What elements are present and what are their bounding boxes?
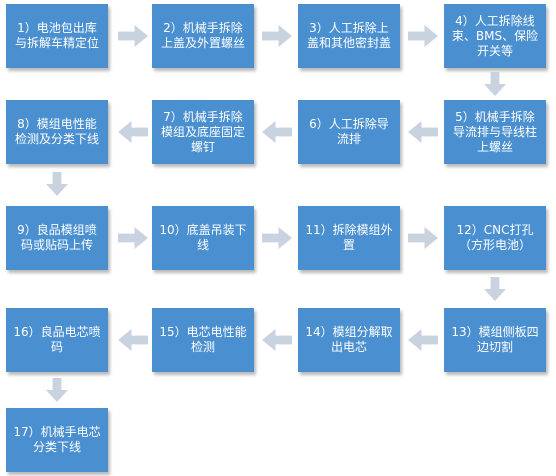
step-9-label: 9）良品模组喷码或贴码上传 <box>17 223 97 252</box>
step-9-box: 9）良品模组喷码或贴码上传 <box>6 206 108 270</box>
step-16-label: 16）良品电芯喷码 <box>13 325 101 354</box>
arrow-down-icon <box>484 277 506 301</box>
step-16-box: 16）良品电芯喷码 <box>6 308 108 372</box>
arrow-left-icon <box>408 329 438 351</box>
step-8-box: 8）模组电性能检测及分类下线 <box>6 100 108 164</box>
arrow-left-icon <box>262 121 292 143</box>
arrow-left-icon <box>262 329 292 351</box>
step-2-label: 2）机械手拆除上盖及外置螺丝 <box>160 21 245 50</box>
step-11-label: 11）拆除模组外置 <box>305 223 393 252</box>
arrow-down-icon <box>46 172 68 196</box>
arrow-down-icon <box>46 378 68 402</box>
step-6-box: 6）人工拆除导流排 <box>298 100 400 164</box>
step-4-box: 4）人工拆除线束、BMS、保险开关等 <box>444 4 546 68</box>
step-14-box: 14）模组分解取出电芯 <box>298 308 400 372</box>
step-11-box: 11）拆除模组外置 <box>298 206 400 270</box>
arrow-right-icon <box>118 25 148 47</box>
step-8-label: 8）模组电性能检测及分类下线 <box>14 117 99 146</box>
step-6-label: 6）人工拆除导流排 <box>309 117 389 146</box>
step-3-label: 3）人工拆除上盖和其他密封盖 <box>306 21 391 50</box>
arrow-right-icon <box>262 25 292 47</box>
step-5-label: 5）机械手拆除导流排与导线柱上螺丝 <box>452 109 537 154</box>
arrow-right-icon <box>262 227 292 249</box>
step-17-label: 17）机械手电芯分类下线 <box>13 425 101 454</box>
arrow-left-icon <box>118 329 148 351</box>
step-2-box: 2）机械手拆除上盖及外置螺丝 <box>152 4 254 68</box>
step-15-label: 15）电芯电性能检测 <box>159 325 247 354</box>
step-7-box: 7）机械手拆除模组及底座固定螺钉 <box>152 100 254 164</box>
step-17-box: 17）机械手电芯分类下线 <box>6 408 108 472</box>
step-14-label: 14）模组分解取出电芯 <box>305 325 393 354</box>
arrow-down-icon <box>484 72 506 96</box>
step-10-label: 10）底盖吊装下线 <box>159 223 247 252</box>
step-3-box: 3）人工拆除上盖和其他密封盖 <box>298 4 400 68</box>
step-1-box: 1）电池包出库与拆解车精定位 <box>6 4 108 68</box>
arrow-right-icon <box>118 227 148 249</box>
step-5-box: 5）机械手拆除导流排与导线柱上螺丝 <box>444 100 546 164</box>
step-1-label: 1）电池包出库与拆解车精定位 <box>14 21 99 50</box>
step-13-label: 13）模组侧板四边切割 <box>451 325 539 354</box>
step-4-label: 4）人工拆除线束、BMS、保险开关等 <box>451 13 539 58</box>
arrow-right-icon <box>408 25 438 47</box>
step-15-box: 15）电芯电性能检测 <box>152 308 254 372</box>
arrow-left-icon <box>408 121 438 143</box>
step-13-box: 13）模组侧板四边切割 <box>444 308 546 372</box>
step-12-label: 12）CNC打孔（方形电池） <box>456 223 534 252</box>
arrow-left-icon <box>118 121 148 143</box>
arrow-right-icon <box>408 227 438 249</box>
step-12-box: 12）CNC打孔（方形电池） <box>444 206 546 270</box>
step-7-label: 7）机械手拆除模组及底座固定螺钉 <box>160 109 245 154</box>
step-10-box: 10）底盖吊装下线 <box>152 206 254 270</box>
